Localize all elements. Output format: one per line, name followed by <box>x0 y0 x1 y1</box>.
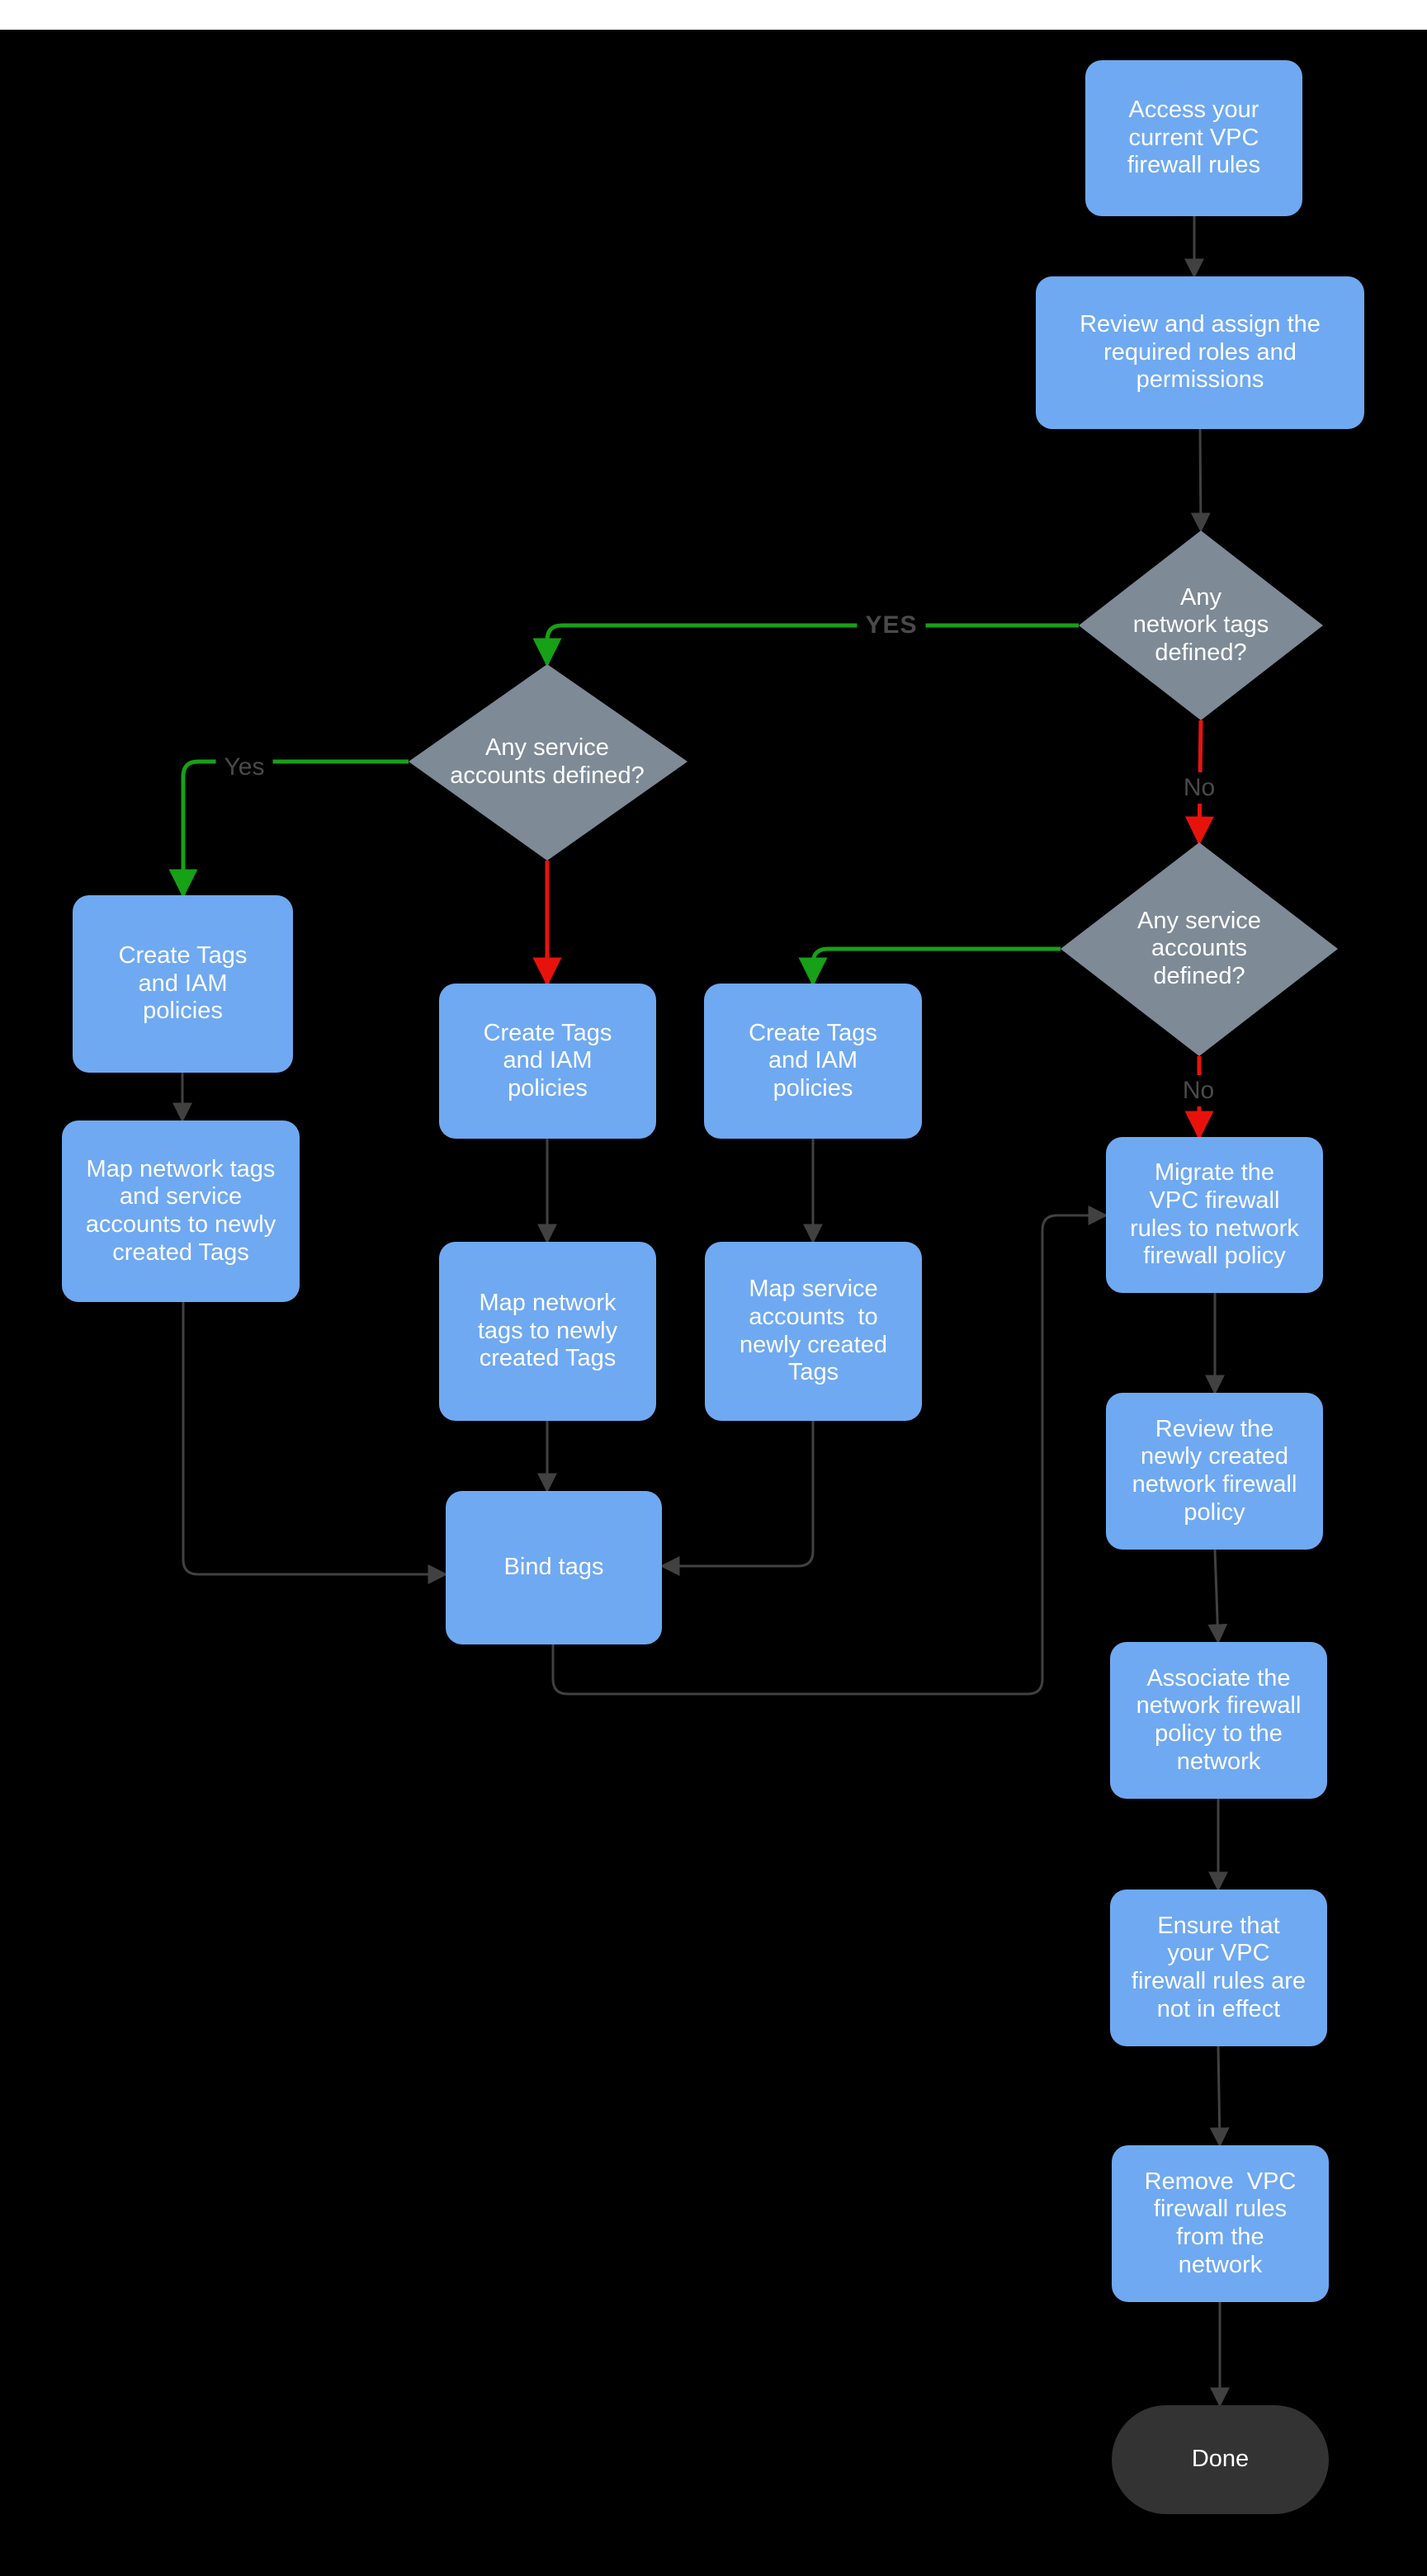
edge-service-accounts-left-yes <box>168 759 409 899</box>
node-label: Remove VPC firewall rules from the netwo… <box>1144 2168 1297 2278</box>
node-label: Any service accounts defined? <box>450 734 645 789</box>
node-label: Any network tags defined? <box>1132 583 1269 666</box>
node-label: Map network tags to newly created Tags <box>477 1290 618 1372</box>
node-map-service-accounts: Map service accounts to newly created Ta… <box>705 1242 922 1421</box>
node-bind-tags: Bind tags <box>446 1491 662 1644</box>
edge-label-no-service-accounts-right: No <box>1174 1075 1223 1106</box>
decision-service-accounts-right-diamond <box>1061 842 1338 1056</box>
node-label: Create Tags and IAM policies <box>118 942 248 1025</box>
edge-service-accounts-right-yes <box>798 946 1061 987</box>
node-access-vpc-firewall-rules: Access your current VPC firewall rules <box>1085 60 1302 216</box>
decision-label-service-accounts-right: Any service accounts defined? <box>1096 901 1302 997</box>
node-label: Done <box>1191 2446 1250 2473</box>
decision-label-network-tags: Any network tags defined? <box>1098 578 1304 673</box>
decision-network-tags-diamond <box>1079 531 1323 720</box>
node-ensure-rules-not-in-effect: Ensure that your VPC firewall rules are … <box>1110 1890 1327 2046</box>
node-label: Associate the network firewall policy to… <box>1136 1664 1302 1775</box>
edge-map-both-to-bind <box>182 1302 448 1584</box>
node-migrate-vpc-rules: Migrate the VPC firewall rules to networ… <box>1106 1137 1323 1293</box>
decision-label-service-accounts-left: Any service accounts defined? <box>409 733 686 792</box>
node-done-terminal: Done <box>1112 2405 1329 2514</box>
node-label: Review and assign the required roles and… <box>1080 311 1321 394</box>
node-associate-policy: Associate the network firewall policy to… <box>1110 1642 1327 1799</box>
edge-bind-to-migrate-loop <box>551 1205 1108 1696</box>
node-create-tags-right: Create Tags and IAM policies <box>704 984 922 1139</box>
edge-label-no-network-tags: No <box>1174 772 1224 804</box>
node-map-network-tags-and-service-accounts: Map network tags and service accounts to… <box>62 1121 300 1302</box>
edge-network-tags-yes <box>532 623 1079 668</box>
edge-review-to-network-tags-decision <box>1190 428 1211 533</box>
node-label: Review the newly created network firewal… <box>1132 1415 1297 1526</box>
edge-label-yes-network-tags: YES <box>857 610 926 641</box>
node-review-network-firewall-policy: Review the newly created network firewal… <box>1106 1393 1323 1550</box>
decision-service-accounts-left-diamond <box>409 664 688 861</box>
node-remove-vpc-rules: Remove VPC firewall rules from the netwo… <box>1112 2145 1329 2302</box>
node-label: Migrate the VPC firewall rules to networ… <box>1130 1159 1299 1270</box>
node-create-tags-left: Create Tags and IAM policies <box>73 895 293 1073</box>
edge-label-yes-service-accounts-left: Yes <box>215 752 273 783</box>
node-label: Map network tags and service accounts to… <box>85 1155 276 1266</box>
node-create-tags-mid: Create Tags and IAM policies <box>439 984 656 1139</box>
top-white-bar <box>0 0 1427 30</box>
node-review-roles-permissions: Review and assign the required roles and… <box>1036 276 1364 429</box>
edge-map-service-to-bind <box>659 1421 815 1576</box>
node-label: Any service accounts defined? <box>1137 907 1261 989</box>
node-label: Ensure that your VPC firewall rules are … <box>1131 1912 1307 2022</box>
node-label: Create Tags and IAM policies <box>483 1019 612 1102</box>
node-label: Access your current VPC firewall rules <box>1127 97 1261 179</box>
node-label: Map service accounts to newly created Ta… <box>739 1276 887 1386</box>
node-map-network-tags: Map network tags to newly created Tags <box>439 1242 656 1421</box>
node-label: Bind tags <box>503 1554 604 1581</box>
node-label: Create Tags and IAM policies <box>749 1019 877 1102</box>
edge-review-policy-to-associate <box>1207 1549 1228 1644</box>
edge-ensure-to-remove <box>1209 2045 1230 2148</box>
